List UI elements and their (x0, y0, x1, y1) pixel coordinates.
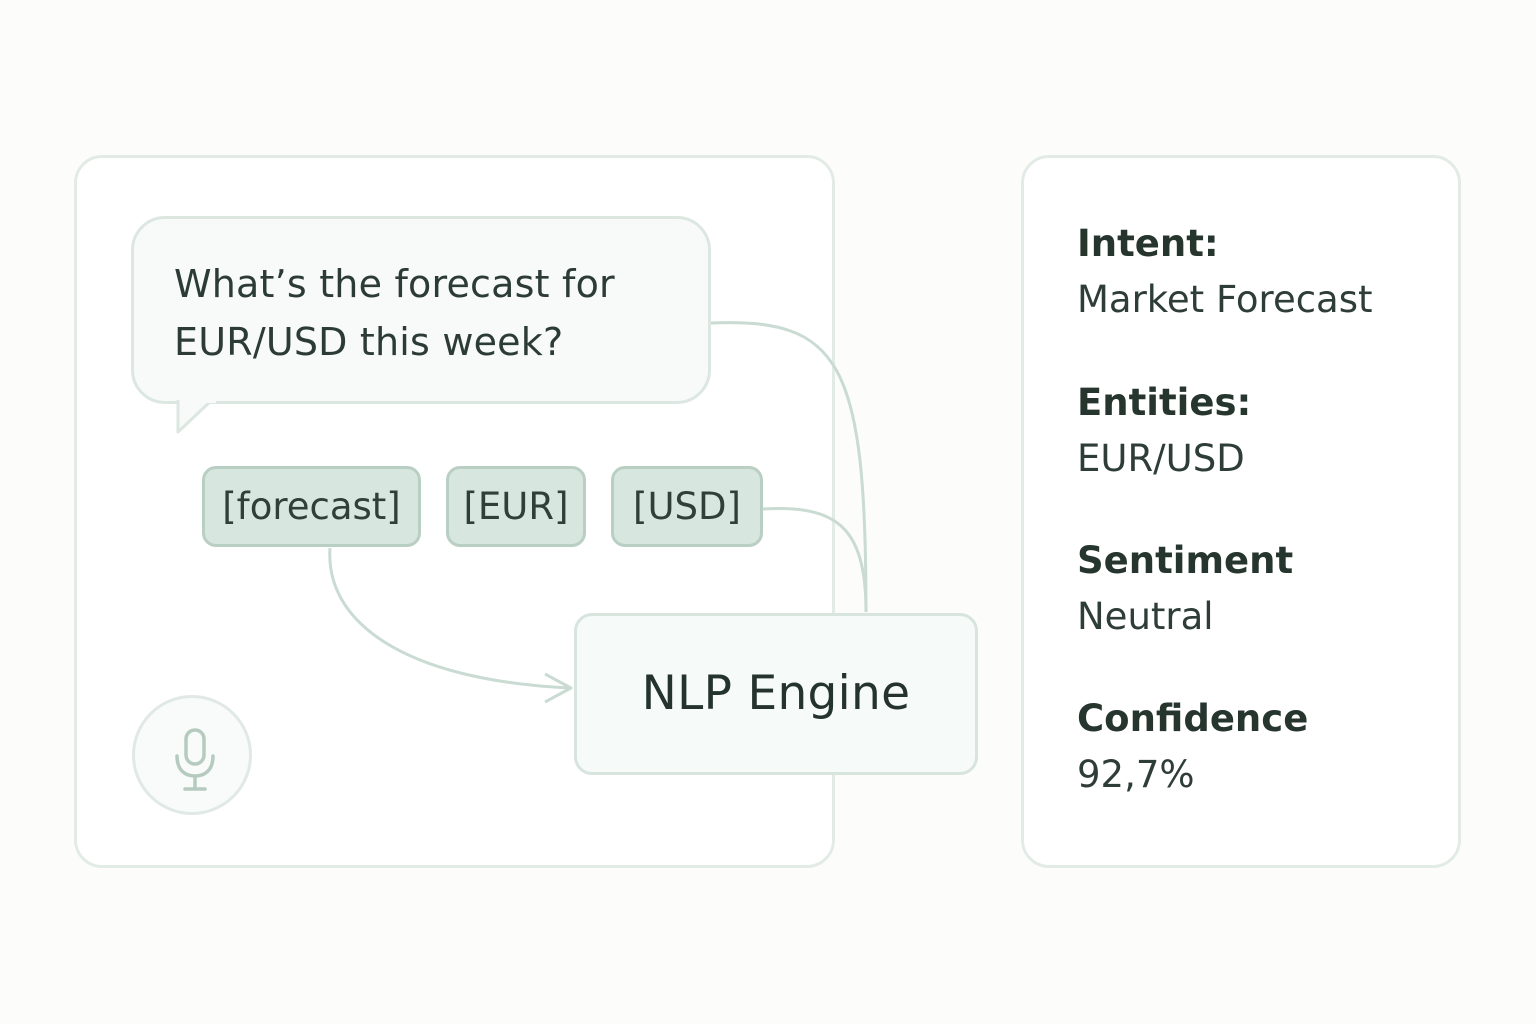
query-text: What’s the forecast for EUR/USD this wee… (174, 262, 615, 364)
token-eur: [EUR] (446, 466, 586, 547)
intent-field: Intent: Market Forecast (1077, 220, 1373, 324)
nlp-engine-label: NLP Engine (641, 666, 911, 721)
intent-label: Intent: (1077, 222, 1219, 265)
speech-bubble-tail-icon (176, 398, 216, 434)
results-panel (1021, 155, 1461, 868)
microphone-button[interactable] (132, 695, 252, 815)
entities-value: EUR/USD (1077, 437, 1245, 480)
confidence-label: Confidence (1077, 697, 1309, 740)
nlp-engine-box: NLP Engine (574, 613, 978, 775)
sentiment-label: Sentiment (1077, 539, 1294, 582)
microphone-icon (175, 728, 215, 791)
confidence-value: 92,7% (1077, 753, 1195, 796)
sentiment-value: Neutral (1077, 595, 1214, 638)
confidence-field: Confidence 92,7% (1077, 695, 1308, 799)
token-forecast: [forecast] (202, 466, 421, 547)
intent-value: Market Forecast (1077, 278, 1373, 321)
token-usd: [USD] (611, 466, 763, 547)
entities-label: Entities: (1077, 381, 1252, 424)
query-speech-bubble: What’s the forecast for EUR/USD this wee… (131, 216, 711, 404)
entities-field: Entities: EUR/USD (1077, 379, 1251, 483)
sentiment-field: Sentiment Neutral (1077, 537, 1293, 641)
